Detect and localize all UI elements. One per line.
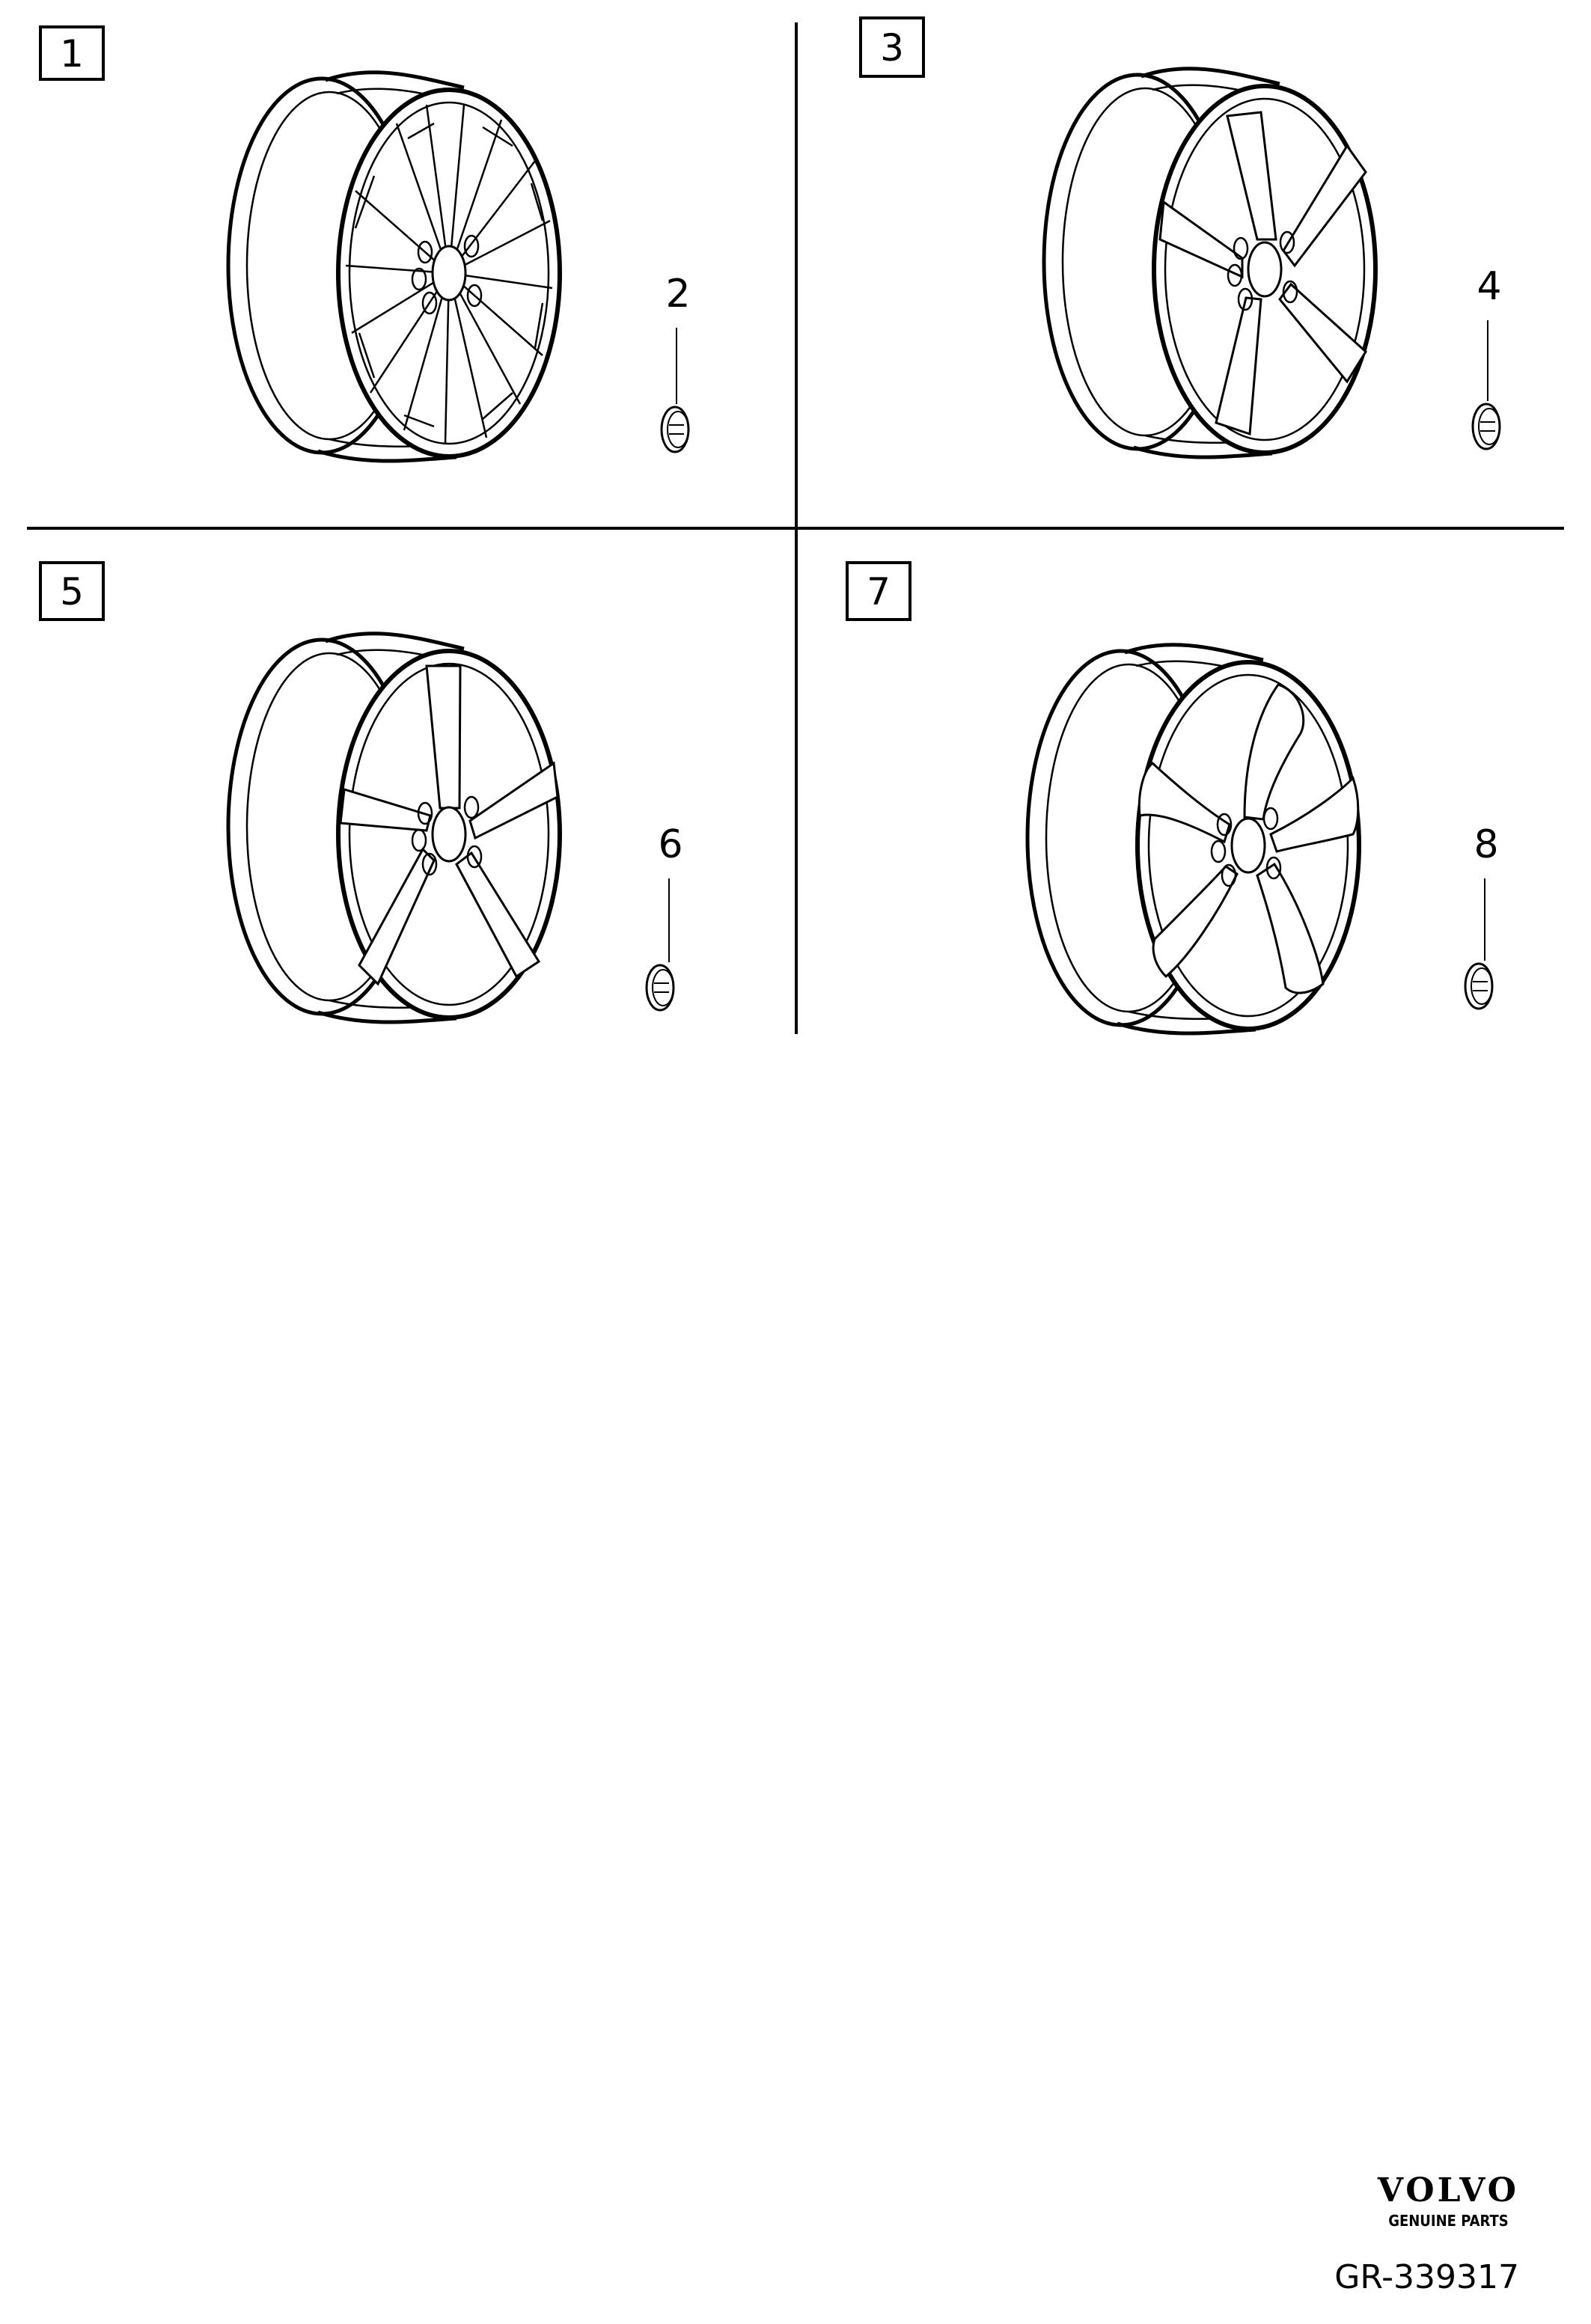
diagram-reference: GR-339317 (1334, 2258, 1519, 2296)
panel-number: 3 (880, 26, 904, 70)
hub-cap-icon (1464, 962, 1494, 1010)
wheel-rim-icon (1044, 69, 1375, 457)
panel-7: 7 8 (846, 561, 1499, 1033)
callout-number: 6 (658, 822, 682, 867)
hub-cap-icon (645, 964, 675, 1012)
wheel-rim-icon (228, 73, 560, 461)
hub-cap-icon (660, 406, 690, 453)
panel-number: 5 (60, 570, 84, 614)
wheel-rim-icon (228, 634, 560, 1022)
panel-number-box (39, 561, 105, 621)
wheel-rim-icon (1027, 645, 1359, 1033)
brand-tagline: GENUINE PARTS (1388, 2212, 1509, 2230)
callout-number: 4 (1477, 264, 1501, 309)
panel-number: 7 (867, 570, 891, 614)
panel-number-box (859, 16, 925, 78)
panel-1: 1 2 (39, 25, 691, 461)
callout-number: 2 (665, 272, 690, 317)
hub-cap-icon (1471, 403, 1501, 450)
brand-block: VOLVO GENUINE PARTS (1377, 2171, 1519, 2230)
panel-number-box (39, 25, 105, 81)
panel-number: 1 (60, 32, 84, 76)
panel-3: 3 4 (859, 16, 1502, 457)
panel-number-box (846, 561, 911, 621)
panel-5: 5 6 (39, 561, 683, 1022)
brand-logo: VOLVO (1377, 2171, 1519, 2210)
callout-number: 8 (1474, 822, 1498, 867)
